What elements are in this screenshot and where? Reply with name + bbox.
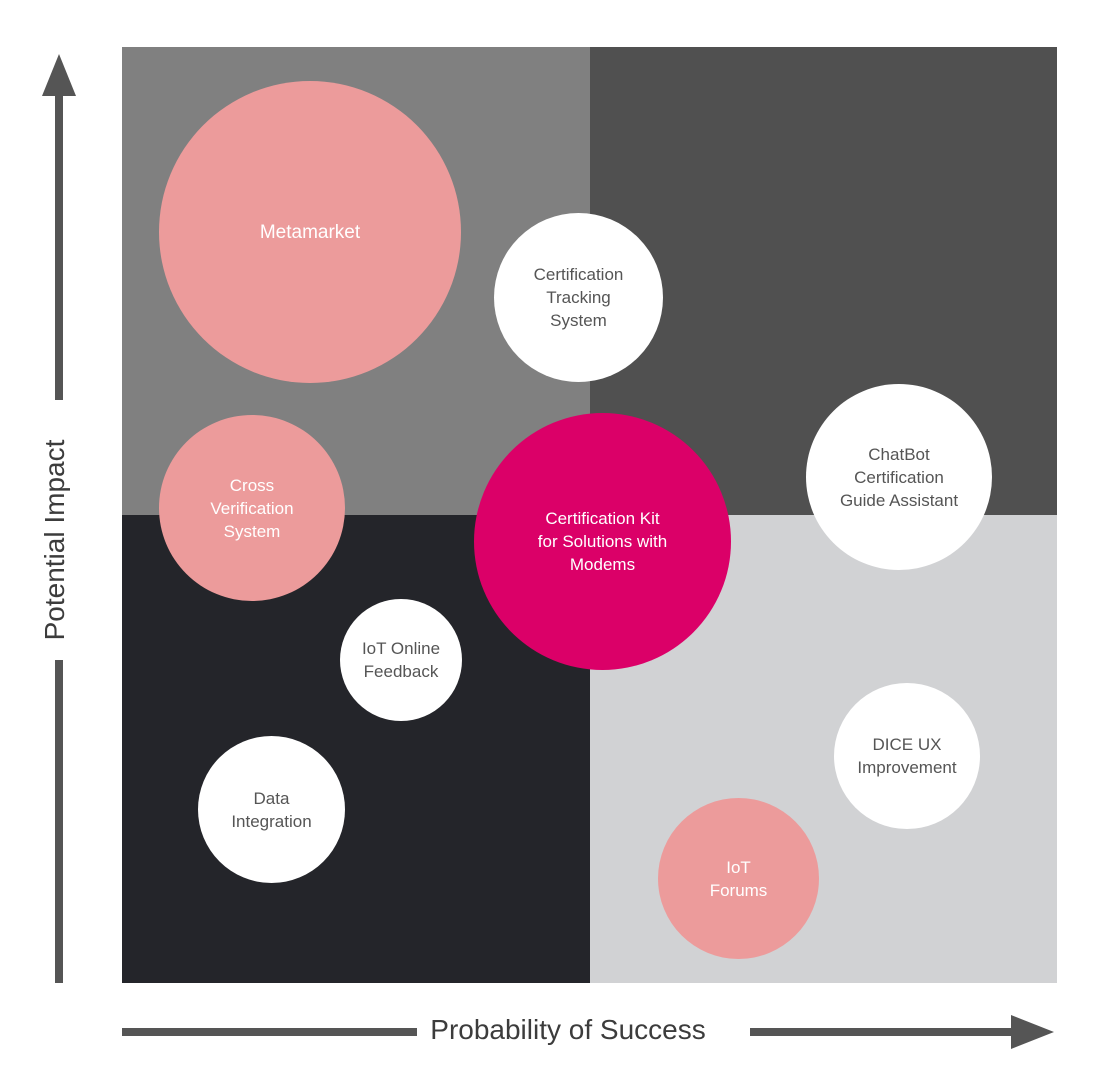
bubble-label: ChatBot Certification Guide Assistant [839, 444, 959, 510]
bubble-metamarket: Metamarket [159, 81, 461, 383]
bubble-label: Metamarket [259, 221, 361, 243]
x-axis-line-right [750, 1028, 1015, 1036]
bubble-label: IoT Online Feedback [361, 639, 441, 681]
bubble-cross-verification-system: Cross Verification System [159, 415, 345, 601]
y-axis-label: Potential Impact [39, 439, 70, 641]
x-axis-line-left [122, 1028, 417, 1036]
bubble-label: Certification Kit for Solutions with Mod… [537, 509, 668, 574]
bubble-chatbot-certification-guide-assistant: ChatBot Certification Guide Assistant [806, 384, 992, 570]
bubble-iot-online-feedback: IoT Online Feedback [340, 599, 462, 721]
y-axis-line-lower [55, 660, 63, 983]
bubble-label: Data Integration [231, 788, 312, 831]
y-axis-line-upper [55, 94, 63, 400]
bubble-label: Cross Verification System [210, 475, 294, 541]
bubble-iot-forums: IoT Forums [658, 798, 819, 959]
bubble-dice-ux-improvement: DICE UX Improvement [834, 683, 980, 829]
y-axis-arrow-icon [42, 54, 76, 96]
bubble-data-integration: Data Integration [198, 736, 345, 883]
bubble-label: DICE UX Improvement [857, 735, 957, 777]
x-axis-arrow-icon [1011, 1015, 1054, 1049]
bubble-certification-kit: Certification Kit for Solutions with Mod… [474, 413, 731, 670]
bubble-certification-tracking-system: Certification Tracking System [494, 213, 663, 382]
bubble-label: Certification Tracking System [533, 265, 624, 330]
x-axis-label: Probability of Success [430, 1014, 706, 1045]
bubble-label: IoT Forums [709, 857, 768, 900]
